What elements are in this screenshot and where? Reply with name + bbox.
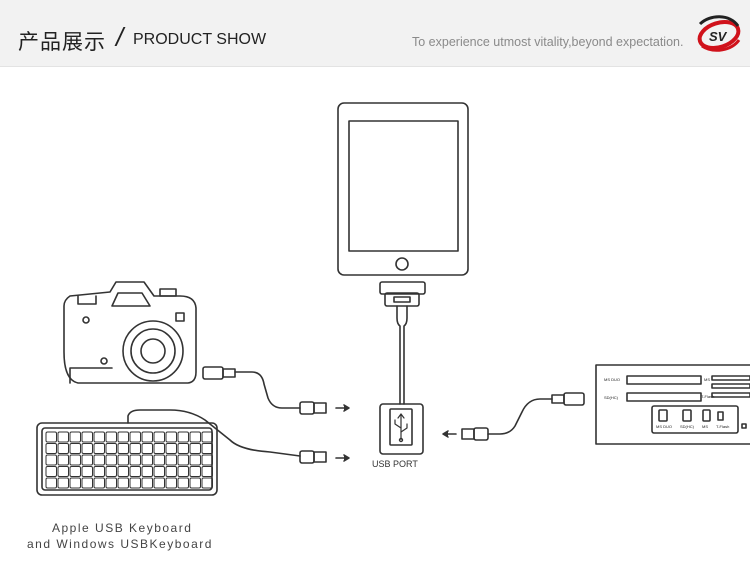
- keyboard-key: [45, 431, 57, 443]
- keyboard-key: [93, 454, 105, 466]
- keyboard-key: [93, 477, 105, 489]
- keyboard-key: [57, 431, 69, 443]
- keyboard-label-line2: and Windows USBKeyboard: [27, 537, 213, 551]
- page-title-en: PRODUCT SHOW: [133, 31, 267, 48]
- keyboard-key: [81, 454, 93, 466]
- keyboard-key: [117, 454, 129, 466]
- keyboard-key: [129, 443, 141, 454]
- keyboard-key: [93, 431, 105, 443]
- keyboard-key: [165, 477, 177, 489]
- card-reader-icon: [595, 364, 750, 445]
- card-slot-label-ms-duo: MS DUO: [604, 377, 620, 382]
- brand-swirl-icon: SV: [697, 15, 741, 52]
- card-slot-label-sd: SD(HC): [604, 395, 618, 400]
- keyboard-key: [129, 466, 141, 477]
- keyboard-key: [201, 443, 213, 454]
- keyboard-key: [57, 477, 69, 489]
- keyboard-key: [165, 454, 177, 466]
- keyboard-key: [177, 431, 189, 443]
- keyboard-key: [45, 477, 57, 489]
- keyboard-key: [129, 477, 141, 489]
- keyboard-key: [81, 466, 93, 477]
- keyboard-key: [57, 443, 69, 454]
- keyboard-key: [165, 443, 177, 454]
- keyboard-key: [141, 466, 153, 477]
- keyboard-key: [153, 477, 165, 489]
- keyboard-key: [81, 477, 93, 489]
- keyboard-key: [45, 443, 57, 454]
- keyboard-key: [189, 477, 201, 489]
- keyboard-key: [189, 466, 201, 477]
- tablet-icon: [337, 102, 469, 276]
- page-title-cn: 产品展示: [18, 30, 106, 54]
- page-header: 产品展示 / PRODUCT SHOW To experience utmost…: [0, 0, 750, 67]
- card-bottom-label-1: SD(HC): [680, 424, 694, 429]
- keyboard-key: [69, 431, 81, 443]
- keyboard-key: [141, 443, 153, 454]
- keyboard-key: [189, 443, 201, 454]
- keyboard-key: [189, 431, 201, 443]
- keyboard-usb-plug: [299, 450, 350, 464]
- keyboard-key: [105, 454, 117, 466]
- keyboard-icon: [36, 409, 301, 496]
- keyboard-key: [105, 466, 117, 477]
- keyboard-key: [177, 454, 189, 466]
- keyboard-key: [141, 454, 153, 466]
- camera-icon: [63, 281, 197, 384]
- card-bottom-label-0: MS DUO: [656, 424, 672, 429]
- camera-usb-cable: [202, 366, 350, 415]
- keyboard-key: [69, 466, 81, 477]
- card-bottom-label-2: MS: [702, 424, 708, 429]
- keyboard-key: [57, 454, 69, 466]
- keyboard-key: [129, 454, 141, 466]
- keyboard-key: [153, 454, 165, 466]
- card-slot-label-tflash: T-Flash: [701, 394, 715, 399]
- keyboard-key: [45, 466, 57, 477]
- keyboard-key: [105, 443, 117, 454]
- keyboard-key: [153, 443, 165, 454]
- usb-hub: [379, 403, 424, 455]
- keyboard-key: [45, 454, 57, 466]
- keyboard-key: [105, 431, 117, 443]
- connection-diagram: [36, 102, 750, 496]
- keyboard-key: [189, 454, 201, 466]
- keyboard-key: [165, 466, 177, 477]
- logo-text: SV: [709, 29, 728, 44]
- keyboard-key: [93, 466, 105, 477]
- keyboard-key: [177, 477, 189, 489]
- tagline: To experience utmost vitality,beyond exp…: [412, 35, 684, 49]
- usb-port-label: USB PORT: [372, 459, 418, 469]
- card-slot-label-ms: MS: [704, 377, 710, 382]
- keyboard-key: [81, 431, 93, 443]
- usb-symbol-icon: [394, 413, 408, 443]
- card-bottom-label-3: T-Flash: [716, 424, 730, 429]
- keyboard-key: [93, 443, 105, 454]
- dock-connector: [379, 281, 426, 405]
- keyboard-key: [117, 443, 129, 454]
- keyboard-key: [117, 466, 129, 477]
- title-separator: /: [116, 22, 124, 52]
- keyboard-key: [69, 443, 81, 454]
- keyboard-key: [153, 466, 165, 477]
- keyboard-key: [165, 431, 177, 443]
- keyboard-key: [141, 431, 153, 443]
- keyboard-key: [117, 477, 129, 489]
- keyboard-key: [153, 431, 165, 443]
- keyboard-label-line1: Apple USB Keyboard: [52, 521, 193, 535]
- keyboard-key: [177, 466, 189, 477]
- keyboard-key: [69, 454, 81, 466]
- card-reader-usb-cable: [442, 392, 585, 441]
- keyboard-key: [117, 431, 129, 443]
- keyboard-key: [57, 466, 69, 477]
- keyboard-key: [105, 477, 117, 489]
- keyboard-key: [177, 443, 189, 454]
- keyboard-key: [201, 431, 213, 443]
- keyboard-key: [201, 466, 213, 477]
- keyboard-key: [69, 477, 81, 489]
- keyboard-key: [81, 443, 93, 454]
- keyboard-key: [129, 431, 141, 443]
- keyboard-key: [141, 477, 153, 489]
- keyboard-key: [201, 454, 213, 466]
- keyboard-key: [201, 477, 213, 489]
